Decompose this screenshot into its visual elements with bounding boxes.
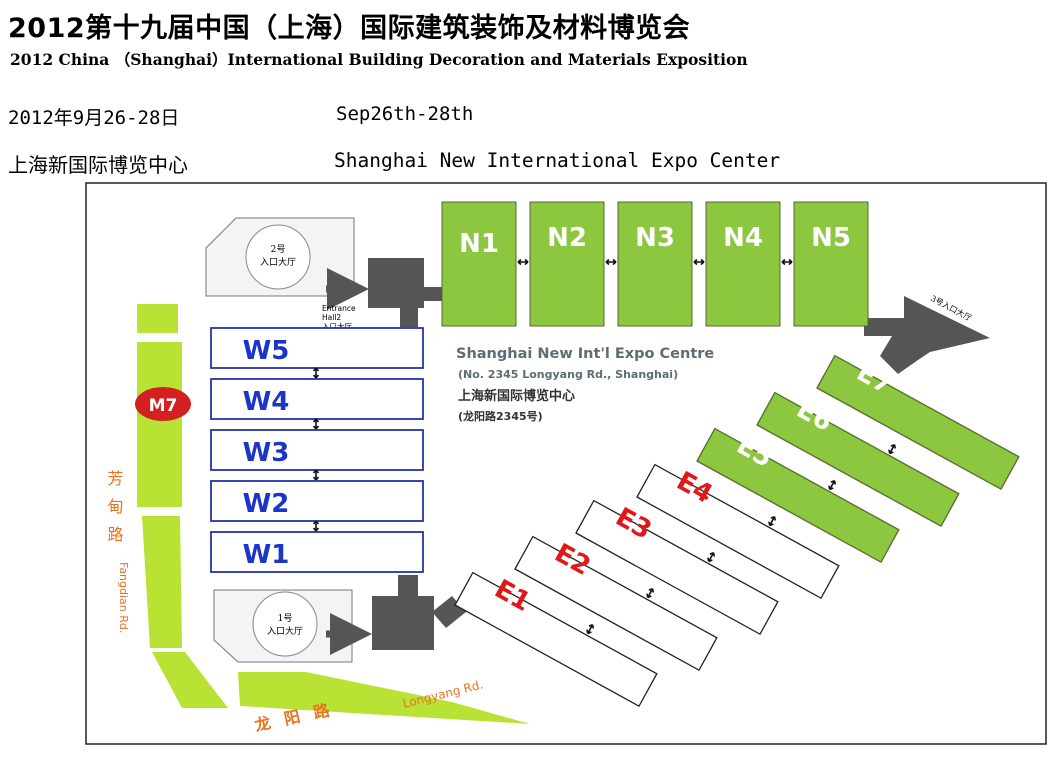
hall-link-arrow: [828, 479, 837, 491]
hall-link-arrow: [312, 469, 320, 481]
hall-w3[interactable]: W3: [210, 429, 424, 471]
hall-link-arrow: [693, 258, 705, 266]
venue-name-chinese: 上海新国际博览中心: [8, 153, 188, 177]
metro-m7-label: M7: [149, 396, 178, 416]
hall-label-w5: W5: [243, 336, 290, 366]
hall-link-arrow: [517, 258, 529, 266]
fangdian-road: [137, 304, 228, 708]
connector-hall-2: [368, 258, 444, 327]
exhibition-date-chinese: 2012年9月26-28日: [8, 107, 180, 129]
hall-link-arrow: [586, 623, 595, 635]
hall-n2[interactable]: N2: [529, 201, 605, 327]
hall-3-arrow: [864, 296, 990, 374]
venue-name-cn-map: 上海新国际博览中心: [458, 388, 575, 404]
hall-label-w2: W2: [243, 489, 290, 519]
hall-n3[interactable]: N3: [617, 201, 693, 327]
longyang-road: [238, 672, 530, 724]
exhibition-date-english: Sep26th-28th: [336, 103, 474, 125]
fangdian-road-en-label: Fangdian Rd.: [117, 562, 130, 633]
hall-label-n1: N1: [459, 229, 499, 259]
hall-link-arrow: [646, 587, 655, 599]
hall-link-arrow: [605, 258, 617, 266]
entrance-hall-2-en-line2: Hall2: [322, 313, 341, 322]
venue-name-english: Shanghai New International Expo Center: [334, 149, 781, 172]
hall-label-n5: N5: [811, 223, 851, 253]
exhibition-title-english: 2012 China （Shanghai）International Build…: [10, 50, 748, 69]
hall-w1[interactable]: W1: [210, 531, 424, 573]
hall-n4[interactable]: N4: [705, 201, 781, 327]
hall-label-w4: W4: [243, 387, 290, 417]
hall-link-arrow: [707, 551, 716, 563]
entrance-hall-1-cn-line2: 入口大厅: [267, 625, 303, 637]
hall-label-n4: N4: [723, 223, 763, 253]
hall-link-arrow: [888, 443, 897, 455]
hall-w4[interactable]: W4: [210, 378, 424, 420]
entrance-hall-1: [213, 589, 353, 663]
entrance-hall-2-cn-line2: 入口大厅: [260, 256, 296, 268]
entrance-hall-1-cn-line1: 1号: [278, 613, 293, 624]
fangdian-road-cn-label: 芳甸路: [105, 470, 124, 554]
entrance-hall-2: [205, 217, 355, 297]
entrance-hall-2-cn-line1: 2号: [271, 244, 286, 255]
hall-link-arrow: [312, 418, 320, 430]
connector-hall-1: [372, 575, 466, 650]
hall-link-arrow: [312, 367, 320, 379]
hall-label-n2: N2: [547, 223, 587, 253]
entrance-hall-2-en-line1: Entrance: [322, 304, 356, 313]
hall-label-w3: W3: [243, 438, 290, 468]
entrance-hall-2-en-line3: 入口大厅: [322, 321, 352, 331]
venue-address-en-map: (No. 2345 Longyang Rd., Shanghai): [458, 368, 678, 381]
hall-w2[interactable]: W2: [210, 480, 424, 522]
hall-link-arrow: [768, 515, 777, 527]
hall-w5[interactable]: W5: [210, 327, 424, 369]
venue-address-cn-map: (龙阳路2345号): [458, 409, 543, 423]
venue-name-en-map: Shanghai New Int'l Expo Centre: [456, 346, 714, 362]
hall-link-arrow: [312, 520, 320, 532]
metro-m7-badge: [135, 387, 191, 421]
hall-label-w1: W1: [243, 540, 290, 570]
exhibition-title-chinese: 2012第十九届中国（上海）国际建筑装饰及材料博览会: [8, 13, 691, 44]
hall-link-arrow: [781, 258, 793, 266]
hall-n1[interactable]: N1: [441, 201, 517, 327]
hall-label-n3: N3: [635, 223, 675, 253]
hall-n5[interactable]: N5: [793, 201, 869, 327]
